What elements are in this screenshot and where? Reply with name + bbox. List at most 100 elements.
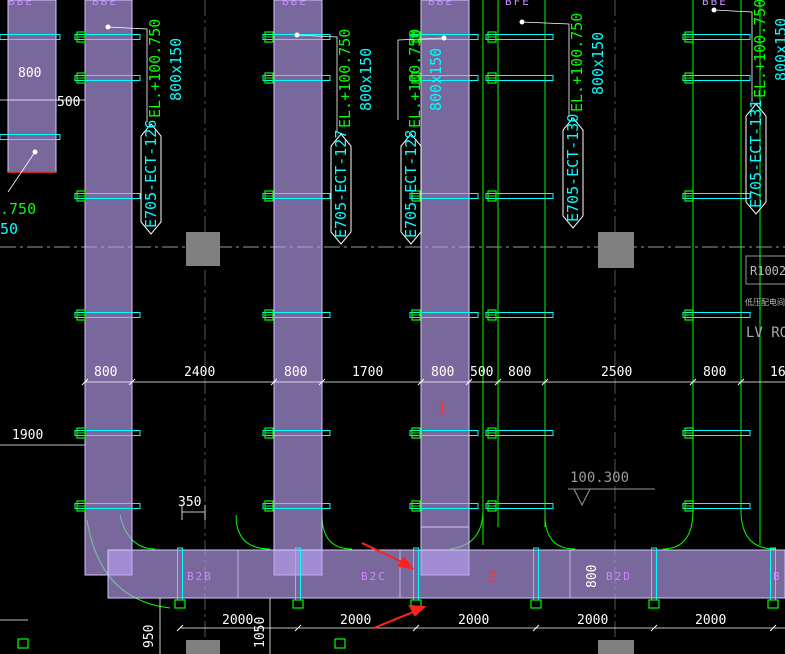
dim-tick [769, 624, 777, 632]
support-bar[interactable] [262, 430, 331, 436]
callout-size: 800x150 [589, 32, 607, 95]
leader-line [397, 37, 445, 120]
support-bar[interactable] [74, 430, 141, 436]
support-bar[interactable] [262, 193, 331, 199]
dim-bottom-label: 2000 [458, 613, 489, 628]
dim-350: 350 [178, 495, 201, 510]
support-bar[interactable] [74, 312, 141, 318]
callout-tag-box [400, 133, 422, 245]
support-bar[interactable] [74, 193, 141, 199]
cable-tray-horizontal[interactable] [107, 549, 785, 599]
support-bar[interactable] [409, 503, 479, 509]
hanger-icon[interactable] [174, 599, 186, 609]
support-bar[interactable] [682, 34, 751, 40]
callout-tag-box [562, 117, 584, 229]
elevation-mark-text: 100.300 [570, 470, 629, 486]
dim-tick [412, 624, 420, 632]
dim-row1-label: 160 [770, 365, 785, 380]
support-bar[interactable] [682, 312, 751, 318]
dim-row1-label: 2500 [601, 365, 632, 380]
tray-width-800: 800 [585, 565, 600, 588]
tray-top-label: BBE [702, 0, 728, 8]
support-bar[interactable] [485, 312, 554, 318]
dim-row1-label: 800 [431, 365, 454, 380]
dim-1900: 1900 [12, 428, 43, 443]
support-bar[interactable] [682, 193, 751, 199]
green-tray-outline[interactable] [86, 0, 776, 609]
structural-column[interactable] [186, 640, 220, 654]
dim-1050: 1050 [253, 617, 268, 648]
tray-label-b2b: B2B [187, 570, 213, 583]
callout-tag-box [745, 103, 767, 215]
support-bar[interactable] [485, 193, 554, 199]
support-bar[interactable] [409, 193, 479, 199]
room-id-box[interactable] [745, 255, 785, 285]
supports-group [0, 31, 779, 649]
structural-column[interactable] [598, 232, 634, 268]
left-size-partial: 50 [0, 220, 18, 238]
hanger-icon[interactable] [648, 599, 660, 609]
dim-row1-label: 800 [284, 365, 307, 380]
dim-tick [318, 378, 326, 386]
support-bar[interactable] [74, 503, 141, 509]
cable-tray-2[interactable] [273, 0, 323, 576]
support-bar[interactable] [485, 34, 554, 40]
dim-tick [294, 624, 302, 632]
leader-line [296, 34, 338, 132]
elevation-triangle [573, 488, 591, 507]
dim-bottom-label: 2000 [577, 613, 608, 628]
support-bar[interactable] [485, 503, 554, 509]
dim-tick [270, 378, 278, 386]
hanger-icon[interactable] [17, 638, 29, 649]
support-bar[interactable] [682, 75, 751, 81]
cable-tray-3[interactable] [420, 0, 470, 576]
hanger-icon[interactable] [334, 638, 346, 649]
tray-label-b-right: B [773, 570, 782, 583]
left-tray-width: 800 [18, 66, 41, 81]
dim-row1-label: 2400 [184, 365, 215, 380]
cable-tray-left[interactable] [7, 0, 57, 173]
callout-elevation: EL.+100.750 [568, 13, 586, 112]
structural-column[interactable] [186, 232, 220, 266]
tray-top-label: BBE [92, 0, 118, 8]
support-bar[interactable] [485, 75, 554, 81]
dim-bottom-label: 2000 [695, 613, 726, 628]
structural-column[interactable] [598, 640, 634, 654]
support-bar[interactable] [262, 75, 331, 81]
support-bar[interactable] [74, 75, 141, 81]
leader-line [521, 21, 570, 116]
dim-tick [650, 624, 658, 632]
support-bar[interactable] [74, 34, 141, 40]
arrow-line [373, 609, 419, 629]
support-bar[interactable] [485, 430, 554, 436]
leader-dot [32, 149, 38, 155]
callout-tag-box [140, 123, 162, 235]
support-bar[interactable] [682, 503, 751, 509]
support-bar[interactable] [262, 312, 331, 318]
support-bar[interactable] [0, 34, 61, 40]
support-bar[interactable] [0, 134, 61, 140]
hanger-icon[interactable] [767, 599, 779, 609]
annotation-arrows [361, 542, 427, 629]
dim-tick [689, 378, 697, 386]
hanger-icon[interactable] [530, 599, 542, 609]
support-bar[interactable] [682, 430, 751, 436]
support-bar[interactable] [409, 312, 479, 318]
cable-tray-1[interactable] [84, 0, 133, 576]
callout-elevation: EL.+100.750 [751, 0, 769, 98]
room-id: R1002 [750, 264, 785, 278]
support-bar[interactable] [409, 430, 479, 436]
support-bar[interactable] [262, 503, 331, 509]
support-bar[interactable] [409, 75, 479, 81]
hanger-icon[interactable] [292, 599, 304, 609]
dim-tick [417, 378, 425, 386]
leader-line [713, 9, 753, 102]
dim-row1-label: 500 [470, 365, 493, 380]
